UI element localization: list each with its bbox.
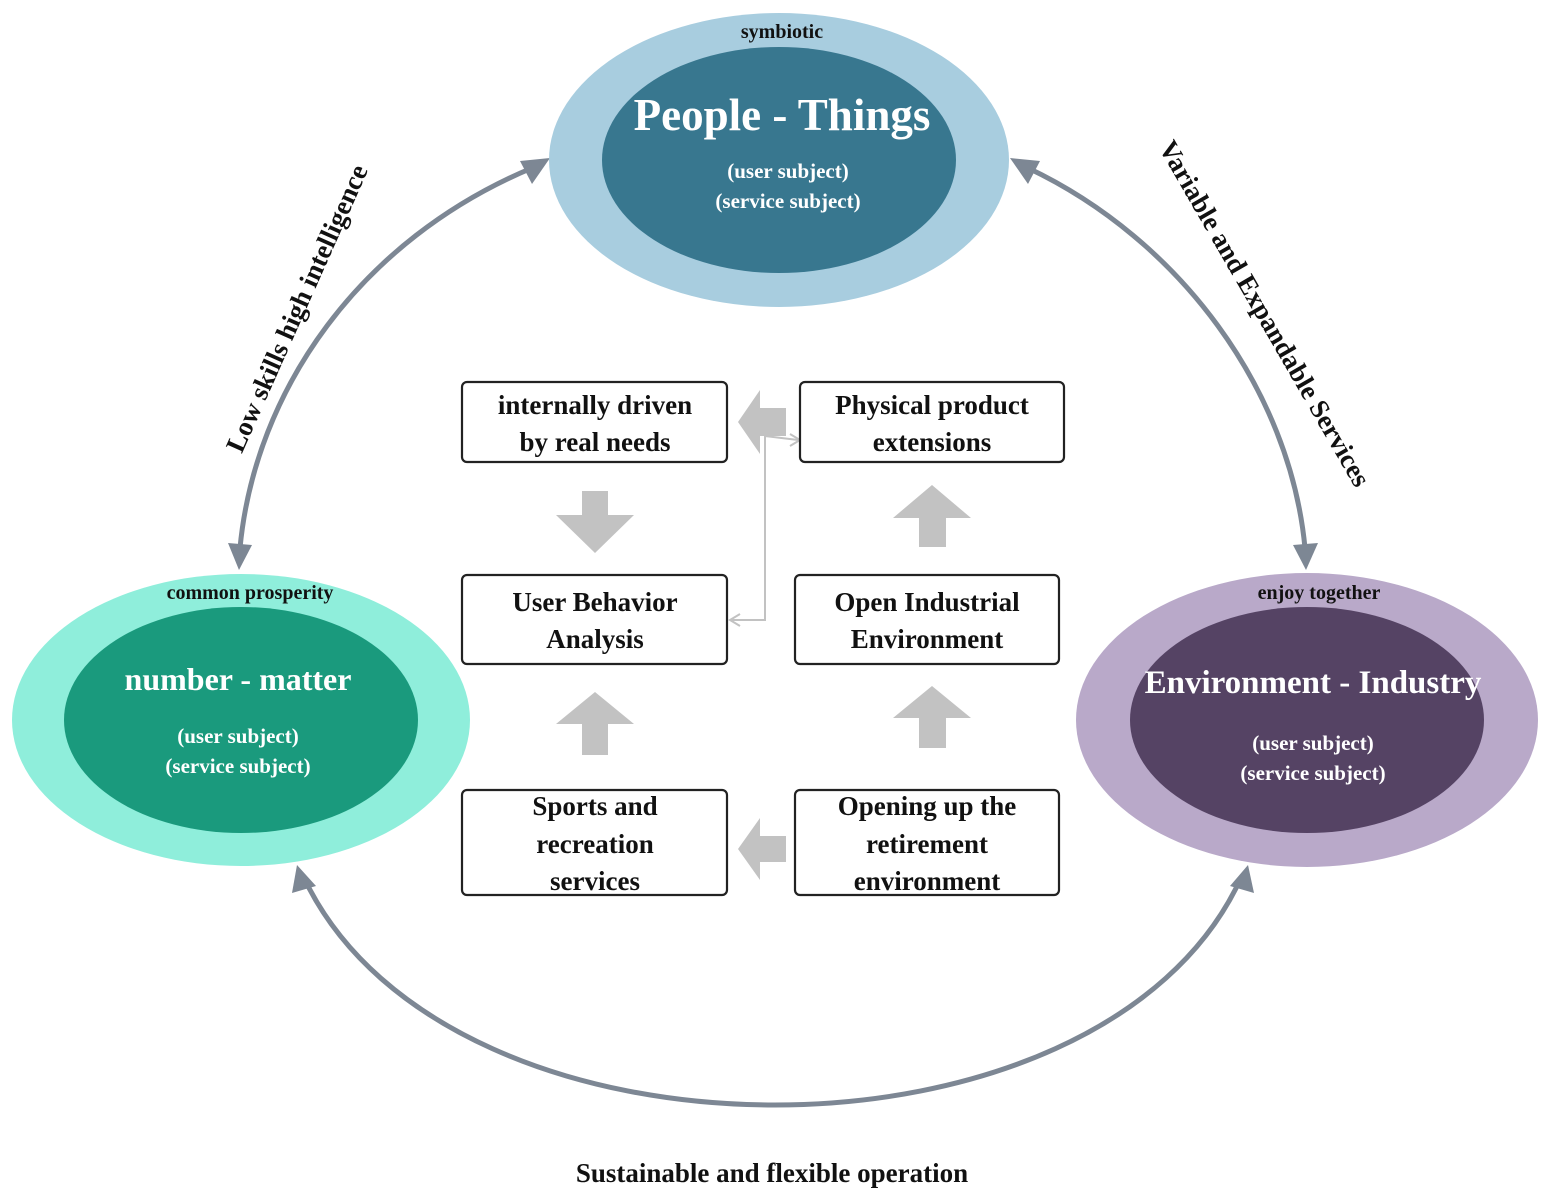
box-open-industrial-line2: Environment: [851, 624, 1004, 654]
box-sports-recreation-line2: recreation: [536, 829, 653, 859]
arc-label-left: Low skills high intelligence: [220, 160, 374, 457]
box-opening-retirement-line3: environment: [854, 866, 1001, 896]
flow-arrow-up-left: [556, 692, 634, 755]
box-open-industrial: Open Industrial Environment: [793, 573, 1061, 666]
arrowhead-right-top: [1010, 158, 1040, 184]
flow-arrow-up-right-top: [893, 485, 971, 547]
box-sports-recreation-line3: services: [550, 866, 640, 896]
box-sports-recreation-line1: Sports and: [532, 791, 657, 821]
box-opening-retirement: Opening up the retirement environment: [793, 788, 1061, 897]
connector-line: [730, 434, 799, 621]
box-user-behavior-line2: Analysis: [546, 624, 644, 654]
arrowhead-bottom-right: [1230, 865, 1254, 893]
box-opening-retirement-line2: retirement: [866, 829, 988, 859]
node-left-line1: (user subject): [177, 724, 299, 748]
node-right-line2: (service subject): [1240, 761, 1385, 785]
node-left-title: number - matter: [125, 661, 352, 697]
flow-arrow-up-right-bottom: [893, 686, 971, 748]
node-left-line2: (service subject): [165, 754, 310, 778]
box-internally-driven-line2: by real needs: [519, 427, 670, 457]
outer-arcs: [237, 165, 1308, 1108]
node-top-line2: (service subject): [715, 189, 860, 213]
box-internally-driven-line1: internally driven: [498, 390, 692, 420]
node-right-title: Environment - Industry: [1145, 665, 1482, 701]
node-right-inner: [1130, 607, 1484, 833]
box-opening-retirement-line1: Opening up the: [838, 791, 1017, 821]
arc-arrowheads: [228, 158, 1318, 893]
arrowhead-left-top: [520, 158, 550, 184]
node-top-line1: (user subject): [727, 159, 849, 183]
box-physical-product: Physical product extensions: [798, 380, 1066, 464]
box-user-behavior: User Behavior Analysis: [460, 573, 729, 666]
inner-flow-arrows: [556, 390, 971, 880]
node-right-line1: (user subject): [1252, 731, 1374, 755]
node-top-tag: symbiotic: [741, 21, 823, 43]
flow-arrow-left-bottom: [738, 818, 786, 880]
thin-connector: [728, 433, 802, 627]
arc-label-bottom: Sustainable and flexible operation: [576, 1158, 968, 1188]
node-right-tag: enjoy together: [1258, 582, 1381, 604]
flow-arrow-down: [556, 491, 634, 553]
node-people-things: symbiotic People - Things (user subject)…: [549, 13, 1009, 307]
node-number-matter: common prosperity number - matter (user …: [12, 574, 470, 866]
box-physical-product-line1: Physical product: [835, 390, 1029, 420]
arrowhead-left-bottom: [228, 543, 252, 570]
node-top-title: People - Things: [634, 90, 931, 140]
flow-arrow-left: [738, 390, 786, 454]
arc-left: [237, 165, 535, 551]
box-physical-product-line2: extensions: [873, 427, 992, 457]
node-environment-industry: enjoy together Environment - Industry (u…: [1076, 573, 1538, 867]
box-user-behavior-line1: User Behavior: [512, 587, 677, 617]
connector-head-bottom: [728, 613, 741, 627]
arrowhead-right-bottom: [1293, 543, 1318, 570]
box-internally-driven: internally driven by real needs: [460, 380, 729, 464]
arc-right: [1025, 165, 1308, 551]
box-sports-recreation: Sports and recreation services: [460, 788, 729, 897]
node-left-inner: [64, 607, 418, 833]
arrowhead-bottom-left: [292, 865, 316, 893]
box-open-industrial-line1: Open Industrial: [834, 587, 1020, 617]
arc-label-right: Variable and Expandable Services: [1153, 135, 1376, 491]
node-left-tag: common prosperity: [167, 582, 334, 604]
arc-bottom: [302, 877, 1243, 1108]
node-top-inner: [602, 47, 956, 273]
